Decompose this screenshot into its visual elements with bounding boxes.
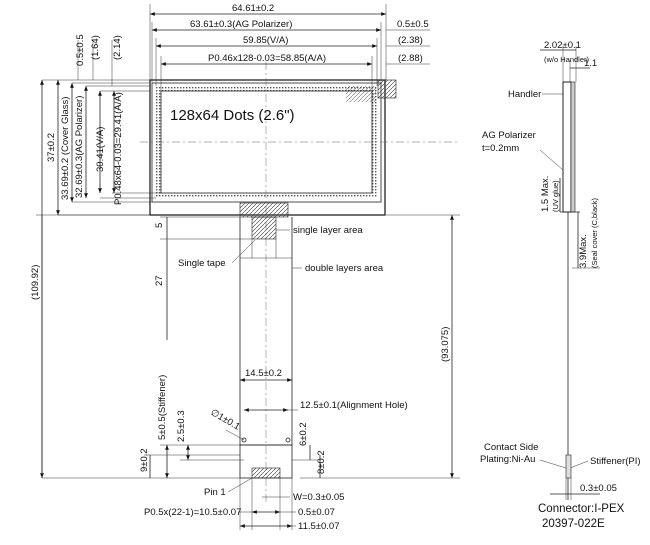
dim-va-height: 30.41(V/A) — [95, 127, 106, 172]
side-stiffener-pi: Stiffener(PI) — [590, 456, 641, 467]
dim-tape-length: 27 — [154, 275, 165, 286]
side-dim-1-1: 1.1 — [584, 58, 597, 69]
corner-mark-inner — [346, 86, 376, 102]
alignment-hole-right — [285, 437, 291, 443]
dim-top-offset-1: 0.5±0.5 — [75, 34, 86, 66]
dim-w: W=0.3±0.05 — [293, 492, 344, 503]
dim-right-offset-2: (2.38) — [398, 35, 423, 46]
polarizer-outline — [151, 82, 382, 203]
dim-8: 8±0.2 — [316, 450, 327, 474]
side-bottom-dim: 0.3±0.05 — [580, 483, 617, 494]
side-uv-glue-note: (UV glue) — [551, 180, 560, 212]
dim-fpc-width: 14.5±0.2 — [245, 368, 282, 379]
side-ag-thickness: t=0.2mm — [482, 143, 519, 154]
dim-polarizer-width: 63.61±0.3(AG Polarizer) — [190, 19, 292, 30]
dim-right-height: (93.075) — [440, 327, 451, 362]
dim-9: 9±0.2 — [139, 448, 150, 472]
side-uv-glue-dim: 1.5 Max. — [540, 176, 551, 212]
side-thickness-1: 2.02±0.1 — [544, 40, 581, 51]
side-ag-polarizer: AG Polarizer — [482, 130, 536, 141]
dim-cover-glass-label: 33.69±0.2 (Cover Glass) — [60, 97, 71, 200]
dim-alignment-hole: 12.5±0.1(Alignment Hole) — [300, 400, 408, 411]
dim-right-offset-3: (2.88) — [398, 53, 423, 64]
fpc-connector-block — [239, 202, 289, 218]
alignment-hole-left — [241, 437, 247, 443]
dim-top-offset-3: (2.14) — [112, 35, 123, 60]
dim-stiffener: 5±0.5(Stiffener) — [157, 375, 168, 440]
dim-aa-height: P0.48x64-0.03=29.41(A/A) — [113, 92, 124, 205]
dim-polarizer-height: 32.69±0.3(AG Polarizer) — [74, 96, 85, 198]
dim-hole-dia: ∅1±0.1 — [209, 407, 242, 433]
side-stiffener — [565, 454, 572, 479]
label-single-layer-area: single layer area — [293, 225, 363, 236]
dim-6: 6±0.2 — [298, 422, 309, 446]
label-double-layers-area: double layers area — [305, 263, 384, 274]
display-label: 128x64 Dots (2.6") — [170, 107, 295, 124]
dim-cover-glass-height: 37±0.2 — [46, 133, 57, 162]
side-seal-cover-dim: 3.9Max. — [578, 234, 589, 268]
side-handler-label: Handler — [508, 89, 541, 100]
label-single-tape: Single tape — [178, 258, 226, 269]
side-contact-side: Contact Side — [484, 442, 538, 453]
side-handler — [570, 81, 576, 213]
side-panel-body — [562, 81, 572, 213]
fpc-single-layer — [251, 216, 277, 240]
dim-2-5: 2.5±0.3 — [176, 410, 187, 442]
dim-11-5: 11.5±0.07 — [298, 521, 340, 532]
contact-pins — [251, 467, 281, 479]
dim-va-width: 59.85(V/A) — [243, 35, 288, 46]
connector-line-2: 20397-022E — [542, 518, 605, 530]
dim-total-height: (109.92) — [30, 265, 41, 300]
connector-line-1: Connector:I-PEX — [538, 503, 625, 515]
dim-right-offset-1: 0.5±0.5 — [397, 19, 429, 30]
dim-top-offset-2: (1.64) — [90, 35, 101, 60]
dim-0-5: 0.5±0.07 — [298, 507, 335, 518]
side-thickness-1-note: (w/o Handler) — [544, 55, 590, 64]
side-seal-cover-note: (Seal cover (C,black) — [590, 197, 599, 268]
dim-aa-width: P0.46x128-0.03=58.85(A/A) — [208, 53, 326, 64]
dim-fpc-gap: 5 — [154, 223, 165, 228]
dim-total-width: 64.61±0.2 — [232, 3, 274, 14]
side-plating: Plating:Ni-Au — [480, 454, 535, 465]
label-pin1: Pin 1 — [204, 487, 226, 498]
dim-pitch: P0.5x(22-1)=10.5±0.07 — [144, 507, 241, 518]
corner-mark — [377, 79, 397, 99]
